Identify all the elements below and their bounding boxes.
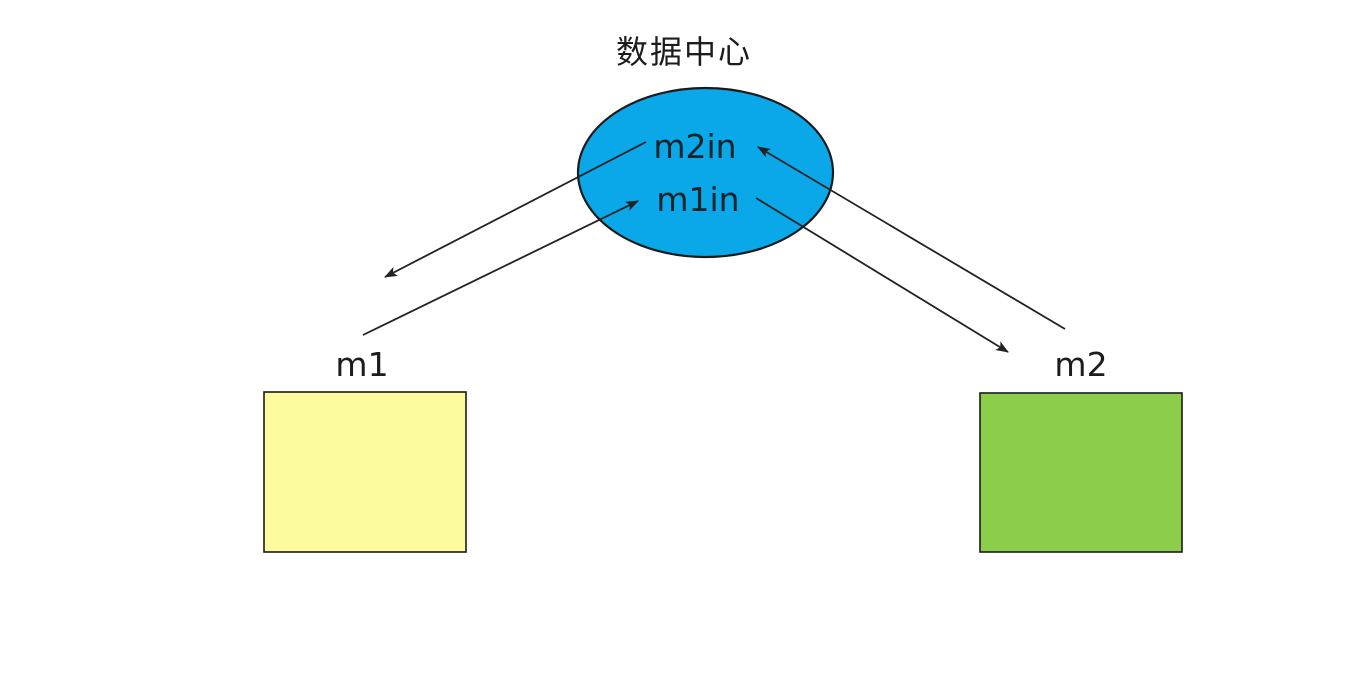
data-center-ellipse <box>576 86 835 259</box>
label-m2: m2 <box>1054 345 1107 384</box>
label-m2in: m2in <box>653 127 736 166</box>
diagram-title: 数据中心 <box>616 33 752 71</box>
edge-m1-to-m1in <box>362 200 639 336</box>
label-m1in: m1in <box>656 180 739 219</box>
m1-box <box>263 391 467 553</box>
edge-m2-to-m2in <box>757 146 1066 330</box>
label-m1: m1 <box>335 345 388 384</box>
edge-m2in-to-m1 <box>384 141 647 278</box>
edge-m1in-to-m2 <box>755 197 1009 353</box>
m2-box <box>979 392 1183 553</box>
